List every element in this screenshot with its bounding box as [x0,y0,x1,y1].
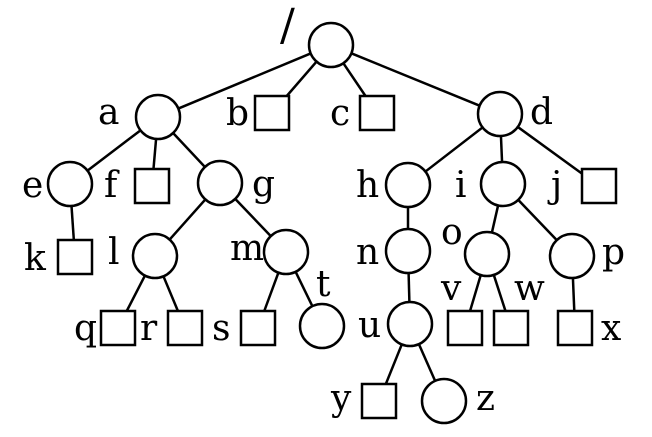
node-o-label: o [441,212,463,253]
edge-root-a [177,52,312,110]
node-v-label: v [440,268,462,309]
node-z-directory-circle [420,377,468,425]
node-y-file-square [360,382,398,420]
edge-d-i [499,135,504,163]
edge-m-t [294,271,314,307]
node-p-directory-circle [548,232,596,280]
node-t-label: t [316,264,331,305]
node-b-label: b [226,93,249,134]
edge-a-f [152,138,158,170]
node-p-label: p [602,232,625,273]
node-c-file-square [358,94,396,132]
node-q-file-square [99,309,137,347]
edge-m-s [263,272,280,312]
node-m-directory-circle [262,228,310,276]
node-l-label: l [108,232,120,273]
tree-edges [70,52,583,385]
edge-i-o [490,205,500,233]
node-z-label: z [476,378,495,419]
node-v-file-square [446,309,484,347]
node-y-label: y [330,378,352,419]
node-g-label: g [252,164,275,205]
node-w-label: w [514,268,545,309]
node-k-label: k [24,238,47,279]
node-n-directory-circle [384,227,432,275]
node-h-label: h [356,165,379,206]
edge-i-p [517,199,558,241]
tree-nodes [46,21,618,425]
node-k-file-square [56,238,94,276]
node-e-label: e [22,165,43,206]
edge-n-u [407,272,411,303]
node-t-directory-circle [298,302,346,350]
node-x-label: x [601,308,621,349]
edge-l-q [125,274,147,312]
node-g-directory-circle [196,159,244,207]
node-s-file-square [239,309,277,347]
node-f-file-square [133,167,171,205]
edge-o-w [492,274,507,312]
node-b-file-square [253,94,291,132]
node-j-label: j [547,165,562,206]
edge-root-c [342,62,367,97]
edge-o-v [468,274,482,312]
tree-labels: / a b c d e f g k l m q r s t h i j n o p u v w x y z [22,0,625,419]
node-l-directory-circle [131,232,179,280]
node-i-directory-circle [479,160,527,208]
node-r-file-square [166,309,204,347]
edge-root-d [350,52,481,107]
node-d-directory-circle [476,90,524,138]
node-m-label: m [230,228,264,269]
edge-d-h [424,126,484,173]
edge-e-k [70,205,76,241]
node-o-directory-circle [463,230,511,278]
node-q-label: q [74,308,97,349]
node-a-label: a [98,92,119,133]
node-h-directory-circle [384,161,432,209]
node-n-label: n [356,232,379,273]
node-u-label: u [358,305,381,346]
edge-g-l [168,198,207,241]
edge-g-m [234,198,272,237]
node-i-label: i [455,165,467,206]
node-d-label: d [530,92,553,133]
edge-a-g [172,132,206,168]
node-x-file-square [556,309,594,347]
edge-d-j [517,125,583,175]
edge-a-e [86,129,142,172]
node-e-directory-circle [46,160,94,208]
node-a-directory-circle [134,93,182,141]
edge-u-z [417,343,437,382]
node-w-file-square [492,309,530,347]
edge-p-x [571,277,576,312]
edge-l-r [162,275,180,312]
node-s-label: s [212,308,230,349]
root-directory-circle [307,21,355,69]
node-u-directory-circle [386,300,434,348]
node-f-label: f [104,165,120,206]
edge-u-y [384,343,403,385]
root-label: / [280,0,295,51]
node-r-label: r [140,308,158,349]
node-j-file-square [580,167,618,205]
edge-root-b [285,60,318,97]
node-c-label: c [330,93,350,134]
